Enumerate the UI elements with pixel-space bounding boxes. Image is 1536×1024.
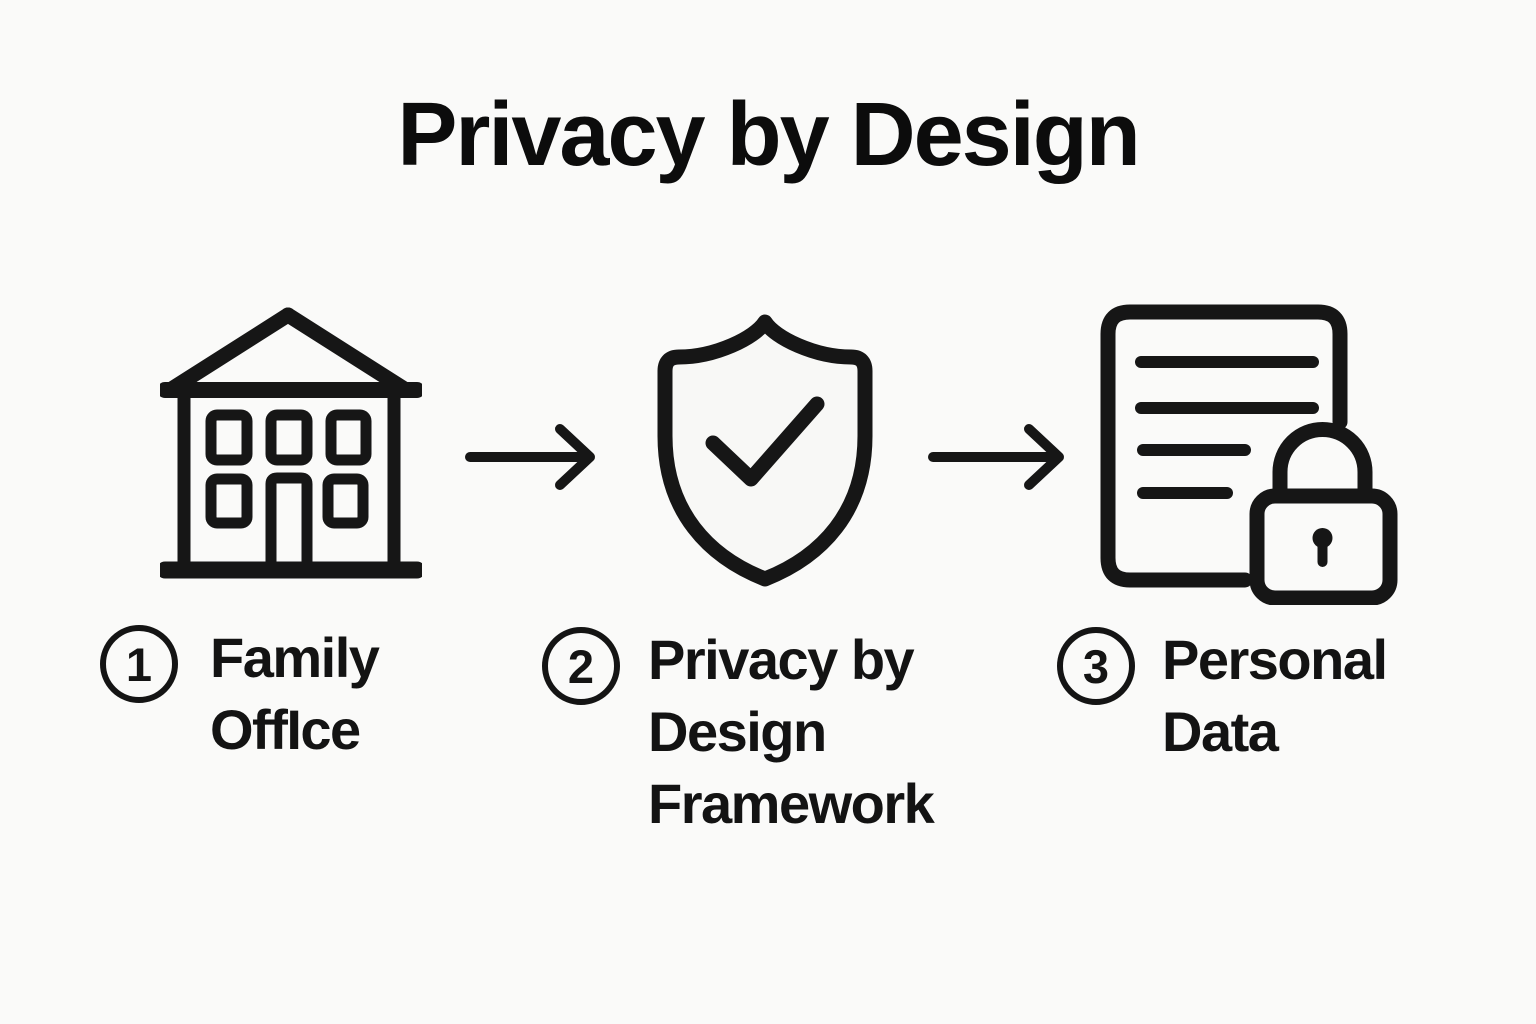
step-2-number: 2 [567,639,595,693]
step-3-number: 3 [1082,639,1110,693]
shield-check-icon [657,314,873,587]
step-3-label: Personal Data [1162,628,1388,763]
arrow-right-icon [928,424,1064,490]
step-1-number-badge: 1 [100,625,178,703]
arrow-right-icon [465,424,595,490]
step-2-label: Privacy by Design Framework [648,628,935,835]
step-2-number-badge: 2 [542,627,620,705]
step-1-label: Family OffIce [210,626,380,761]
step-3-number-badge: 3 [1057,627,1135,705]
house-icon [160,307,422,579]
page-title: Privacy by Design [397,85,1140,185]
step-1-number: 1 [125,637,153,691]
document-lock-icon [1100,304,1398,605]
